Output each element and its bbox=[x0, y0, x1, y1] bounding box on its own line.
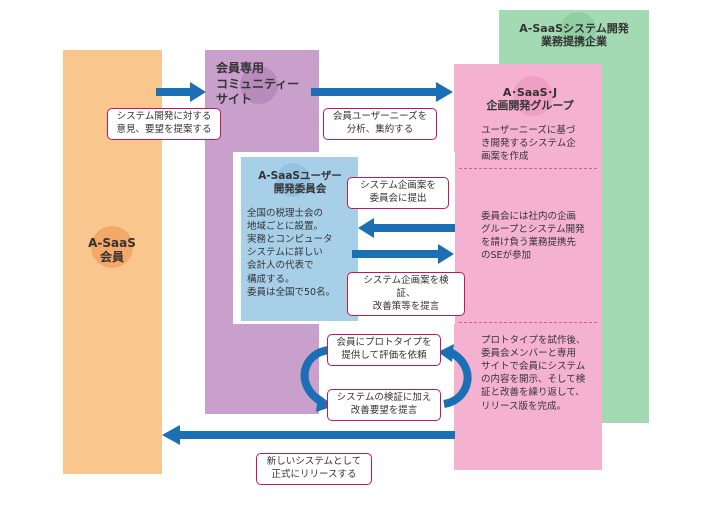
loop-arrow-right bbox=[438, 344, 472, 408]
dashed-separator bbox=[459, 168, 597, 169]
callout-submit-plan: システム企画案を委員会に提出 bbox=[347, 177, 449, 209]
callout-verify-improve: システムの検証に加え改善要望を提言 bbox=[327, 389, 441, 421]
callout-member-proposal: システム開発に対する意見、要望を提案する bbox=[107, 108, 221, 140]
committee-title: A-SaaSユーザー開発委員会 bbox=[258, 170, 342, 195]
committee-circle bbox=[276, 163, 310, 197]
community-circle bbox=[240, 66, 278, 104]
partner-circle bbox=[560, 12, 596, 48]
callout-analyze-needs: 会員ユーザーニーズを分析、集約する bbox=[323, 108, 437, 140]
callout-verify-plan: システム企画案を検証、改善策等を提言 bbox=[347, 272, 465, 317]
dashed-separator bbox=[459, 322, 597, 323]
saasj-description-planning: ユーザーニーズに基づき開発するシステム企画案を作成 bbox=[481, 125, 576, 163]
saasj-description-prototype: プロトタイプを試作後、委員会メンバーと専用サイトで会員にシステムの内容を開示、そ… bbox=[481, 335, 586, 412]
arrow-member-to-community bbox=[156, 82, 206, 102]
partner-title: A-SaaSシステム開発業務提携企業 bbox=[519, 22, 629, 49]
arrow-committee-to-saasj bbox=[352, 244, 454, 264]
arrow-release-to-member bbox=[162, 425, 455, 445]
saasj-column bbox=[454, 64, 602, 470]
saasj-description-committee: 委員会には社内の企画グループとシステム開発を請け負う業務提携先のSEが参加 bbox=[481, 211, 585, 262]
saasj-circle bbox=[513, 76, 553, 116]
arrow-community-to-saasj bbox=[311, 82, 453, 102]
community-title: 会員専用コミュニティーサイト bbox=[216, 61, 300, 107]
callout-release: 新しいシステムとして正式にリリースする bbox=[256, 453, 372, 485]
arrow-saasj-to-committee bbox=[358, 218, 455, 238]
callout-provide-prototype: 会員にプロトタイプを提供して評価を依頼 bbox=[327, 334, 441, 366]
member-circle bbox=[91, 226, 133, 268]
committee-description: 全国の税理士会の地域ごとに設置。実務とコンピュータシステムに詳しい会計人の代表で… bbox=[247, 208, 336, 298]
